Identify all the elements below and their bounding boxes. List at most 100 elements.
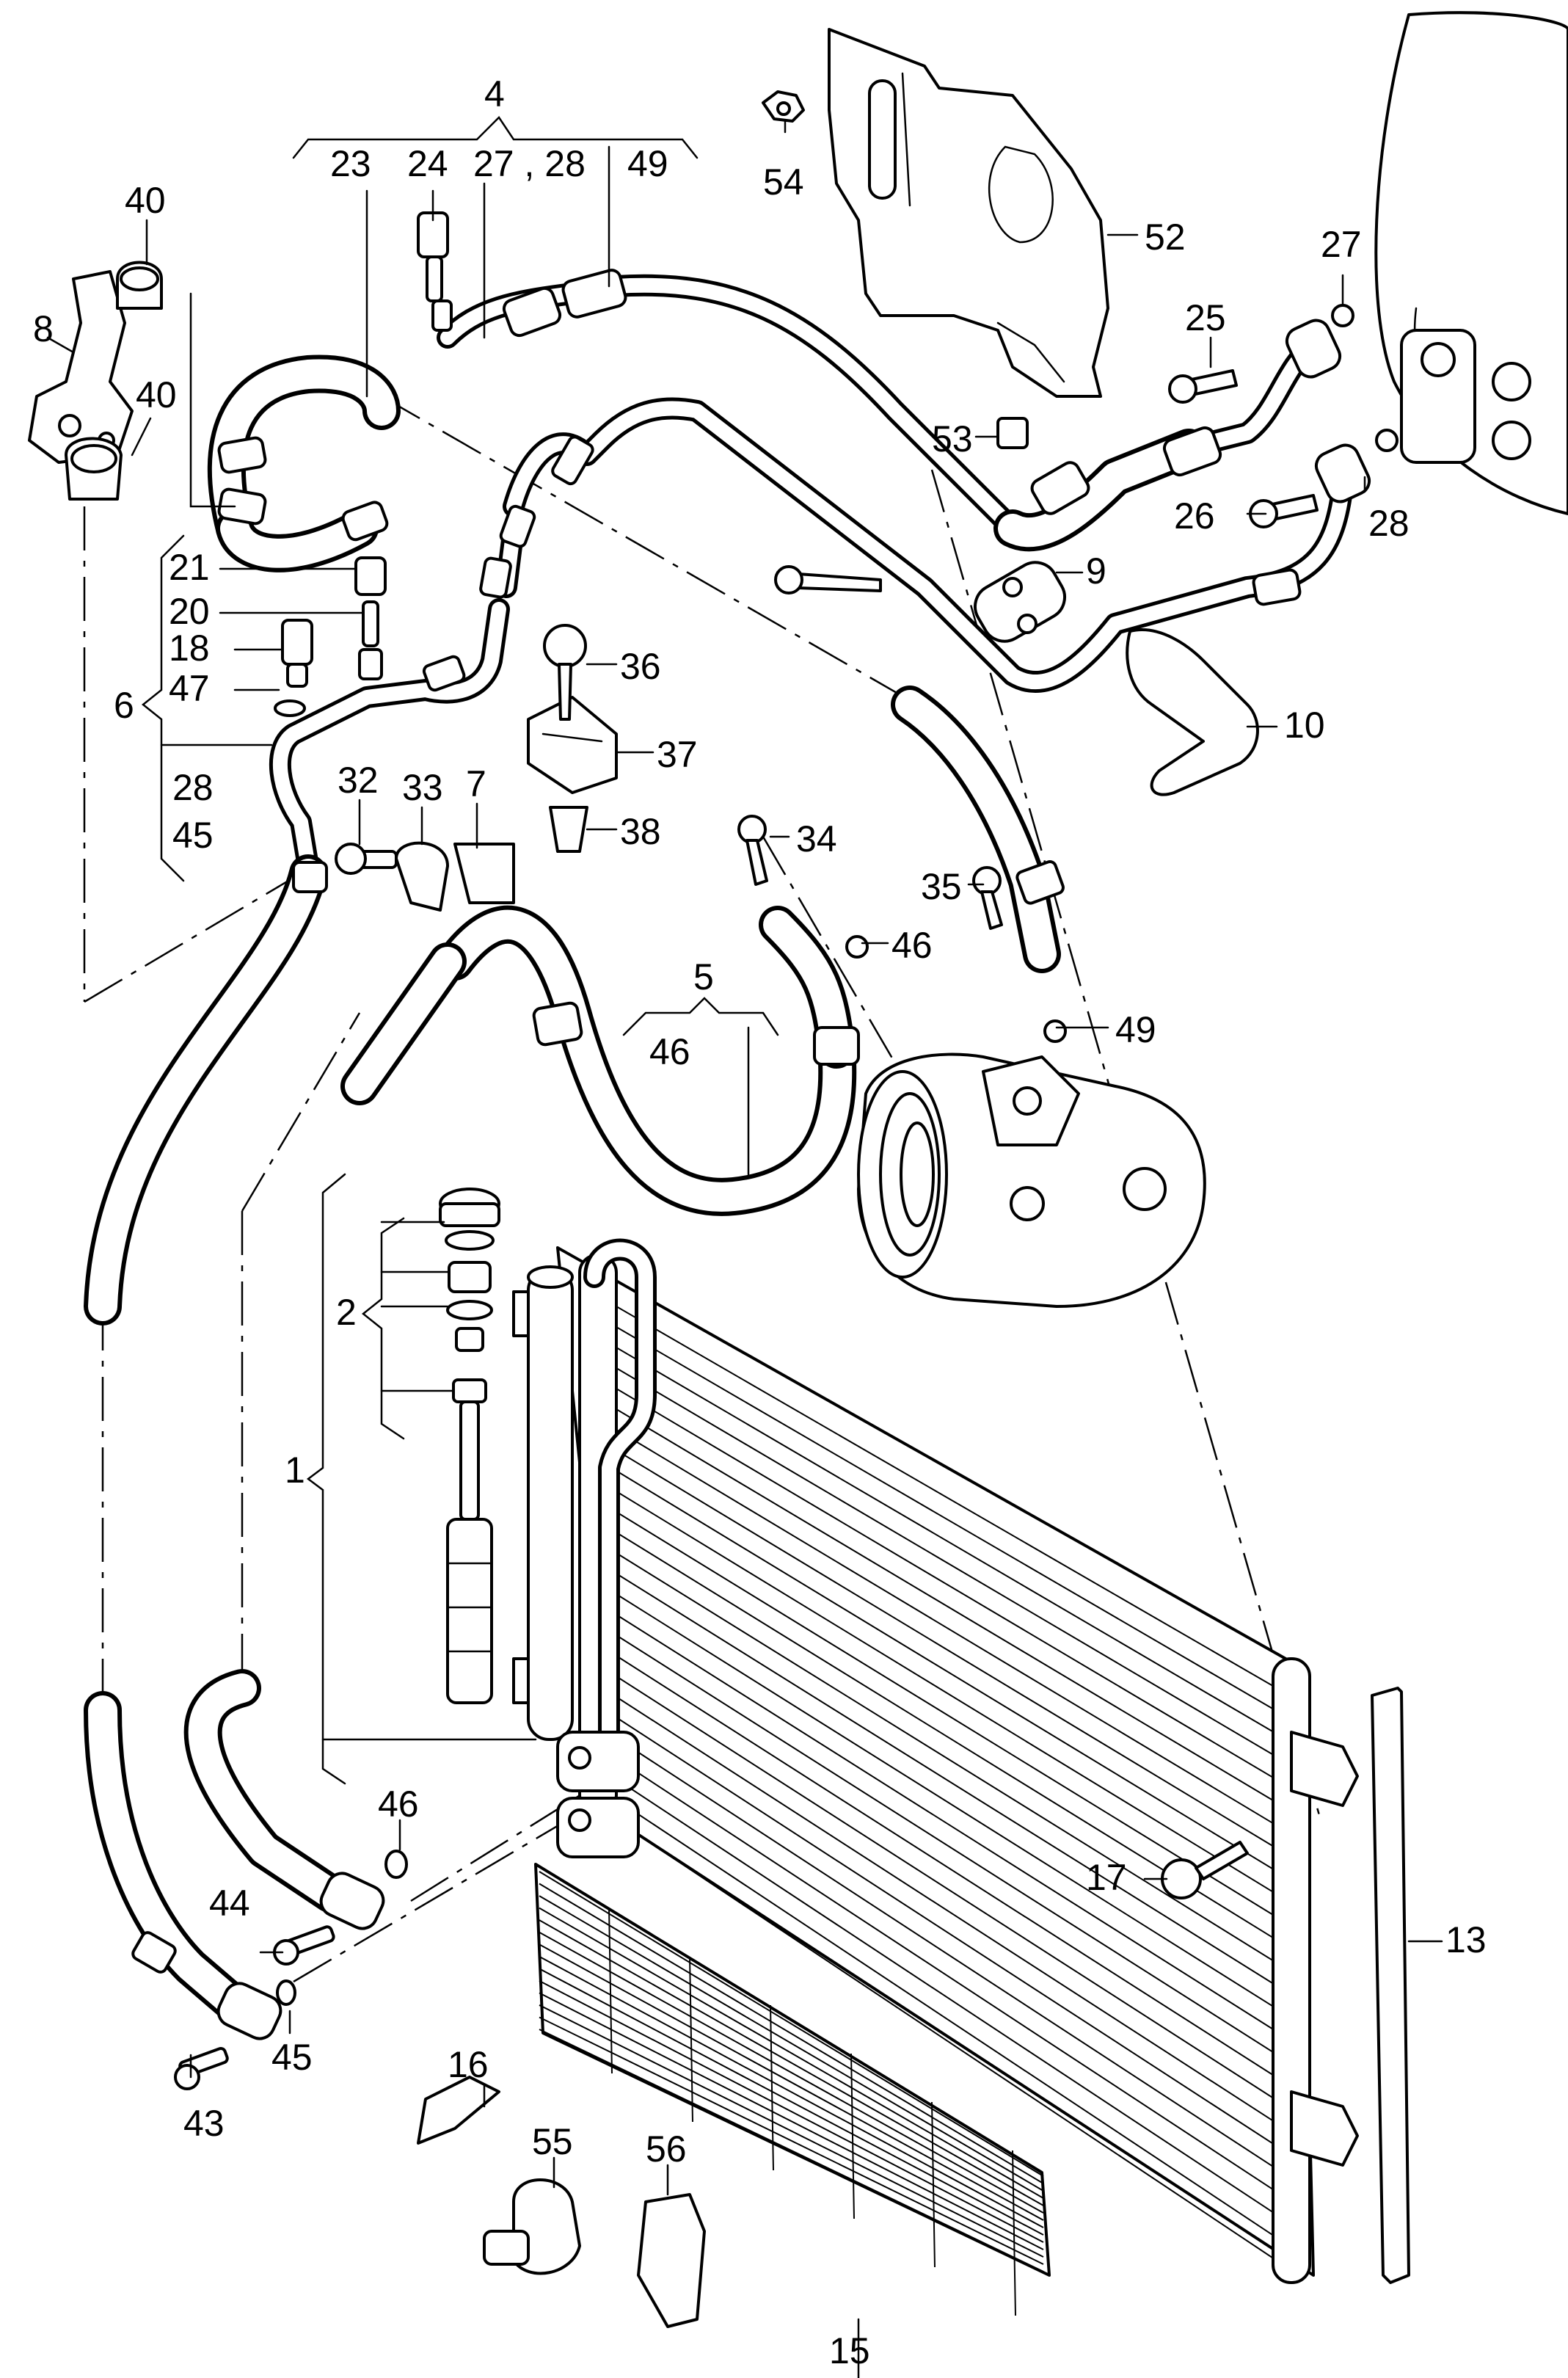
condenser-fin [616, 1367, 1277, 1758]
condenser-fin [616, 1593, 1277, 2010]
callout-5: 5 [693, 956, 714, 997]
callout-18: 18 [169, 628, 210, 669]
callout-8: 8 [33, 308, 54, 349]
callout-32: 32 [338, 760, 379, 801]
subcooler-divider [608, 1908, 613, 2074]
subcooler-divider [931, 2101, 936, 2268]
subcooler-divider [850, 2053, 855, 2219]
compressor [857, 1052, 1206, 1308]
bracket-9 [774, 561, 1066, 643]
receiver-drier [512, 1238, 657, 1858]
condenser-fin [616, 1676, 1277, 2101]
condenser-fin [616, 1470, 1277, 1872]
callout-20: 20 [169, 591, 210, 632]
callout-26: 26 [1174, 495, 1215, 537]
callout-4: 4 [484, 73, 505, 114]
callout-10: 10 [1284, 705, 1325, 746]
callout-36: 36 [620, 646, 661, 687]
callout-7: 7 [466, 763, 486, 804]
callout-43: 43 [183, 2103, 225, 2144]
callout-23: 23 [330, 143, 371, 184]
callout-53: 53 [932, 418, 973, 459]
seal-strip [1371, 1687, 1410, 2284]
condenser-fin [616, 1737, 1277, 2170]
condenser-fin [616, 1717, 1277, 2147]
subcooler-fin [539, 1979, 1044, 2243]
callout-27: 27 [1321, 224, 1362, 265]
subcooler-fin [539, 1895, 1044, 2192]
condenser-fin [616, 1655, 1277, 2079]
condenser-fin [616, 1819, 1277, 2261]
condenser-fin [616, 1511, 1277, 1918]
callout-37: 37 [657, 734, 698, 775]
evaporator-connection [1374, 11, 1568, 515]
subcooler-fin [539, 1968, 1044, 2236]
hose-sleeves [131, 269, 1302, 1974]
subcooler-fin [539, 1944, 1044, 2221]
callout-28-right: 28 [1368, 503, 1410, 544]
subcooler-fin [539, 1883, 1044, 2184]
condenser-fin [616, 1552, 1277, 1964]
clamps-40 [65, 261, 163, 501]
callout-56: 56 [646, 2128, 687, 2170]
subcooler-divider [689, 1956, 693, 2123]
condenser-fin [616, 1491, 1277, 1895]
subcooler-fin [539, 1992, 1044, 2250]
condenser-fin [616, 1429, 1277, 1827]
condenser-fin [616, 1450, 1277, 1850]
callout-49-top: 49 [627, 143, 668, 184]
callout-2: 2 [336, 1292, 357, 1333]
callout-9: 9 [1086, 550, 1106, 592]
sub-cooler [534, 1863, 1051, 2316]
bolts-34-35 [737, 815, 1067, 1043]
callout-46-condenser: 46 [378, 1784, 419, 1825]
subcooler-fin [539, 2004, 1044, 2258]
nut-54 [762, 90, 805, 123]
condenser-fin [616, 1778, 1277, 2216]
condenser-brackets [1161, 1731, 1359, 2167]
callout-52: 52 [1145, 217, 1186, 258]
heat-shield-slot [868, 79, 897, 200]
heat-shield [828, 28, 1109, 398]
callout-44: 44 [209, 1883, 250, 1924]
callout-28-left: 28 [172, 767, 214, 808]
refrigerant-hoses [84, 274, 1354, 2030]
callout-45-left: 45 [172, 815, 214, 856]
callout-16: 16 [448, 2044, 489, 2085]
condenser-fin [616, 1388, 1277, 1781]
condenser-fin [616, 1573, 1277, 1987]
condenser-fin [616, 1758, 1277, 2193]
condenser-fin [616, 1635, 1277, 2056]
condenser-pipe-fittings [174, 1850, 408, 2090]
callout-49-compressor: 49 [1115, 1009, 1156, 1050]
callout-1: 1 [285, 1450, 305, 1491]
clip-53 [996, 417, 1029, 449]
callout-40-top: 40 [125, 180, 166, 221]
callout-21: 21 [169, 547, 210, 588]
callout-47: 47 [169, 668, 210, 709]
callout-35: 35 [921, 866, 962, 907]
condenser-fin [616, 1696, 1277, 2124]
callout-38: 38 [620, 811, 661, 852]
callout-45-bottom: 45 [271, 2037, 313, 2078]
subcooler-fin [539, 1919, 1044, 2206]
callout-6: 6 [114, 685, 134, 726]
callout-27-28: 27 , 28 [473, 143, 586, 184]
subcooler-divider [1012, 2150, 1016, 2316]
condenser-fin [616, 1306, 1277, 1689]
service-valves [274, 211, 453, 717]
callout-40-mid: 40 [136, 374, 177, 415]
callout-55: 55 [532, 2121, 573, 2162]
callout-34: 34 [796, 818, 837, 859]
callout-46-compressor: 46 [891, 925, 933, 966]
bracket-10 [1126, 628, 1259, 796]
condenser-fin [616, 1614, 1277, 2032]
condenser-fin [616, 1408, 1277, 1803]
callout-labels: 1 2 4 5 6 7 8 9 10 13 15 16 17 18 20 21 … [33, 73, 1487, 2371]
callout-46-group5: 46 [649, 1031, 690, 1072]
subcooler-fin [539, 1871, 1044, 2177]
callout-25: 25 [1185, 297, 1226, 338]
subcooler-fin [539, 2029, 1044, 2272]
sensor-and-clips [417, 2076, 706, 2328]
